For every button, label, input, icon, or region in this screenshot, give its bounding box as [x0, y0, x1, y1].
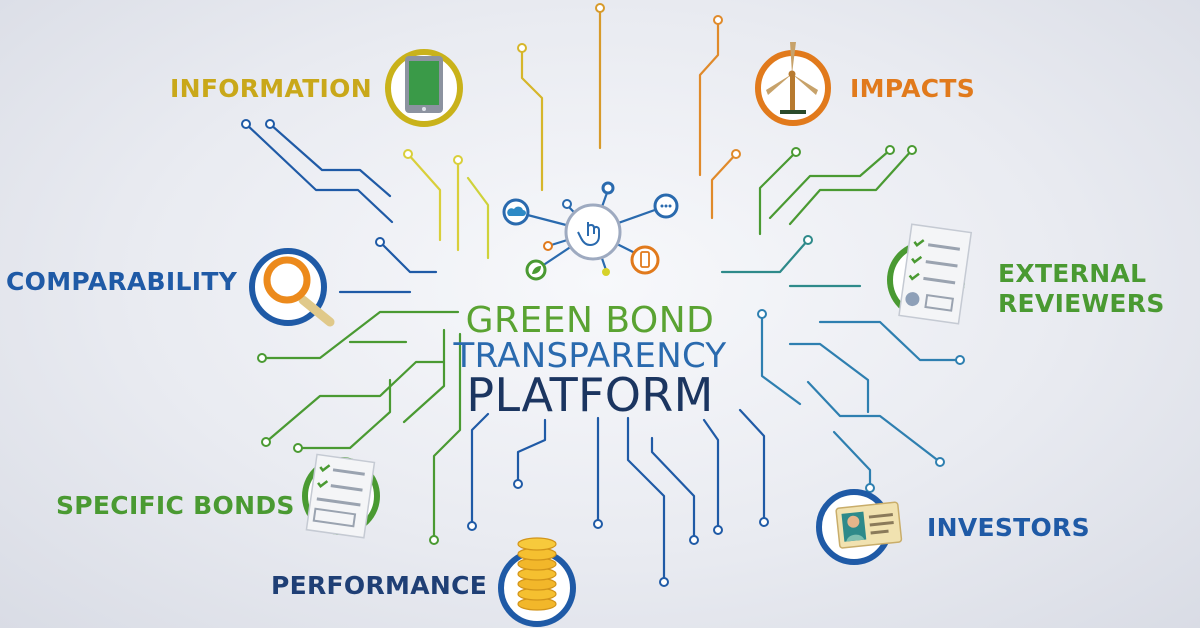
circuit-node — [791, 147, 801, 157]
circuit-trace — [832, 430, 872, 490]
circuit-node — [467, 521, 477, 531]
label-information: INFORMATION — [170, 74, 372, 103]
circuit-node — [595, 3, 605, 13]
circuit-node — [261, 437, 271, 447]
circuit-node — [403, 149, 413, 159]
circuit-node — [593, 519, 603, 529]
circuit-node — [513, 479, 523, 489]
title-line-platform: PLATFORM — [466, 368, 714, 422]
circuit-node — [265, 119, 275, 129]
circuit-node — [865, 483, 875, 493]
circuit-node — [955, 355, 965, 365]
circuit-node — [375, 237, 385, 247]
circuit-node — [713, 525, 723, 535]
circuit-node — [689, 535, 699, 545]
circuit-node — [293, 443, 303, 453]
circuit-trace — [720, 238, 810, 274]
circuit-node — [759, 517, 769, 527]
circuit-node — [731, 149, 741, 159]
circuit-trace — [710, 152, 738, 220]
circuit-trace — [470, 412, 490, 528]
circuit-node — [935, 457, 945, 467]
circuit-node — [803, 235, 813, 245]
circuit-trace — [296, 378, 392, 450]
circuit-node — [257, 353, 267, 363]
circuit-trace — [788, 342, 870, 414]
hub-dot — [602, 268, 610, 276]
circuit-trace — [244, 122, 394, 224]
circuit-trace — [650, 436, 696, 542]
circuit-node — [517, 43, 527, 53]
magnifier-icon — [249, 248, 335, 327]
label-investors: INVESTORS — [927, 513, 1090, 542]
circuit-trace — [702, 418, 720, 532]
label-external-reviewers-line2: REVIEWERS — [998, 289, 1165, 318]
circuit-trace — [260, 310, 460, 360]
circuit-node — [713, 15, 723, 25]
circuit-trace — [760, 312, 802, 406]
coin-stack-icon — [498, 537, 576, 627]
circuit-trace — [264, 360, 446, 444]
label-impacts: IMPACTS — [850, 74, 976, 103]
label-external-reviewers: EXTERNAL REVIEWERS — [998, 259, 1165, 319]
circuit-trace — [698, 18, 720, 177]
circuit-trace — [406, 152, 442, 242]
circuit-node — [453, 155, 463, 165]
label-specific-bonds: SPECIFIC BONDS — [56, 491, 295, 520]
label-performance: PERFORMANCE — [271, 571, 488, 600]
circuit-node — [885, 145, 895, 155]
phone-icon — [630, 245, 660, 275]
circuit-trace — [520, 46, 544, 192]
circuit-trace — [806, 380, 942, 464]
circuit-trace — [818, 320, 962, 362]
hub-dot — [543, 241, 553, 251]
circuit-trace — [432, 332, 462, 542]
circuit-trace — [402, 328, 446, 424]
tablet-icon — [385, 49, 463, 127]
circuit-node — [907, 145, 917, 155]
circuit-trace — [738, 408, 766, 524]
circuit-trace — [378, 240, 438, 274]
checklist-document-icon — [302, 453, 380, 539]
title-line-transparency: TRANSPARENCY — [453, 336, 727, 376]
circuit-node — [757, 309, 767, 319]
circuit-trace — [768, 148, 892, 220]
circuit-trace — [626, 416, 666, 584]
label-external-reviewers-line1: EXTERNAL — [998, 259, 1147, 288]
circuit-node — [429, 535, 439, 545]
label-comparability: COMPARABILITY — [6, 267, 238, 296]
circuit-node — [659, 577, 669, 587]
hub-dot — [601, 181, 615, 195]
circuit-trace — [516, 418, 547, 486]
hub-dot — [562, 199, 572, 209]
circuit-trace — [758, 150, 798, 236]
circuit-trace — [788, 148, 914, 226]
circuit-node — [241, 119, 251, 129]
circuit-trace — [466, 176, 490, 260]
id-card-icon — [816, 489, 903, 565]
hub-network — [502, 181, 679, 281]
checklist-document-icon — [887, 223, 973, 325]
circuit-trace — [268, 122, 392, 198]
wind-turbine-icon — [755, 42, 831, 126]
title-line-green-bond: GREEN BOND — [465, 300, 715, 341]
